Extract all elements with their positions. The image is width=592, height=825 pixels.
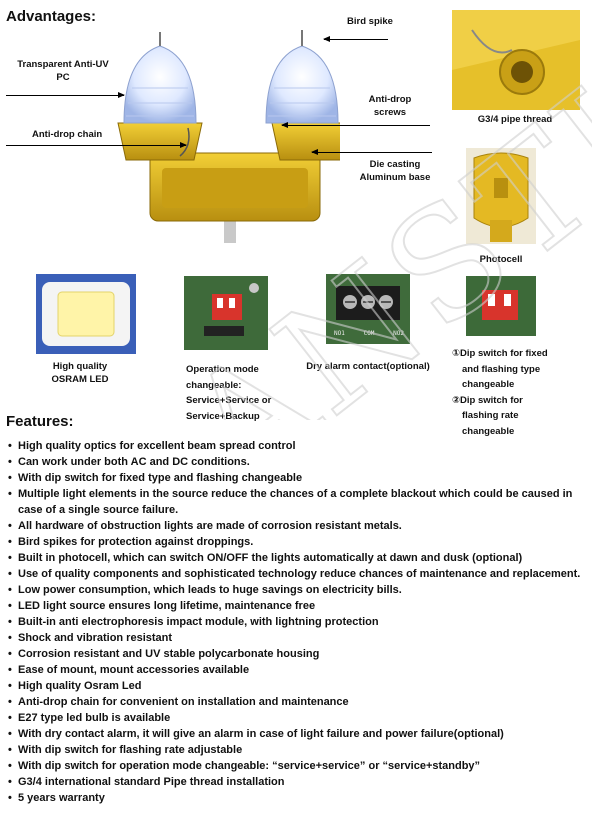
advantages-heading: Advantages: xyxy=(6,8,97,25)
feature-item: High quality Osram Led xyxy=(8,678,588,694)
transparent-pc-label: Transparent Anti-UV PC xyxy=(17,59,109,83)
feature-item: G3/4 international standard Pipe thread … xyxy=(8,774,588,790)
anti-drop-chain-label: Anti-drop chain xyxy=(32,129,103,140)
features-heading: Features: xyxy=(6,413,74,430)
feature-item: Built-in anti electrophoresis impact mod… xyxy=(8,614,588,630)
feature-item: Use of quality components and sophistica… xyxy=(8,566,588,582)
feature-item: Multiple light elements in the source re… xyxy=(8,486,588,518)
anti-drop-screws-label: Anti-drop screws xyxy=(368,94,412,118)
flashing-dip-switch-photo xyxy=(466,276,536,336)
bird-spike-arrow xyxy=(323,36,388,42)
pipe-thread-label: G3/4 pipe thread xyxy=(477,114,553,125)
feature-item: With dip switch for operation mode chang… xyxy=(8,758,588,774)
feature-item: With dip switch for fixed type and flash… xyxy=(8,470,588,486)
terminal-labels: NO1 COM NO2 xyxy=(334,330,404,337)
feature-item: With dip switch for flashing rate adjust… xyxy=(8,742,588,758)
bird-spike-label: Bird spike xyxy=(347,16,393,27)
feature-item: With dry contact alarm, it will give an … xyxy=(8,726,588,742)
pipe-thread-photo xyxy=(452,10,580,110)
dry-alarm-label: Dry alarm contact(optional) xyxy=(306,361,430,372)
feature-item: Anti-drop chain for convenient on instal… xyxy=(8,694,588,710)
feature-item: LED light source ensures long lifetime, … xyxy=(8,598,588,614)
feature-item: 5 years warranty xyxy=(8,790,588,806)
anti-drop-chain-arrow xyxy=(6,142,187,148)
twin-obstruction-light-image xyxy=(117,30,340,243)
feature-item: Bird spikes for protection against dropp… xyxy=(8,534,588,550)
operation-mode-dip-photo xyxy=(184,276,268,350)
dry-alarm-terminal-photo: NO1 COM NO2 xyxy=(326,274,410,344)
dip-switch-labels: ①Dip switch for fixed and flashing type … xyxy=(452,348,548,437)
transparent-pc-arrow xyxy=(6,92,125,98)
feature-item: Low power consumption, which leads to hu… xyxy=(8,582,588,598)
photocell-label: Photocell xyxy=(479,254,523,265)
feature-item: Built in photocell, which can switch ON/… xyxy=(8,550,588,566)
feature-item: High quality optics for excellent beam s… xyxy=(8,438,588,454)
die-casting-arrow xyxy=(311,149,432,155)
photocell-photo xyxy=(466,148,536,244)
feature-item: Shock and vibration resistant xyxy=(8,630,588,646)
feature-item: E27 type led bulb is available xyxy=(8,710,588,726)
operation-mode-label: Operation mode changeable: Service+Servi… xyxy=(186,364,272,422)
feature-item: Corrosion resistant and UV stable polyca… xyxy=(8,646,588,662)
feature-item: Ease of mount, mount accessories availab… xyxy=(8,662,588,678)
osram-led-label: High quality OSRAM LED xyxy=(51,361,109,385)
anti-drop-screws-arrow xyxy=(281,122,430,128)
features-list: High quality optics for excellent beam s… xyxy=(8,438,588,806)
feature-item: Can work under both AC and DC conditions… xyxy=(8,454,588,470)
feature-item: All hardware of obstruction lights are m… xyxy=(8,518,588,534)
osram-led-photo xyxy=(36,274,136,354)
die-casting-label: Die casting Aluminum base xyxy=(359,159,431,183)
